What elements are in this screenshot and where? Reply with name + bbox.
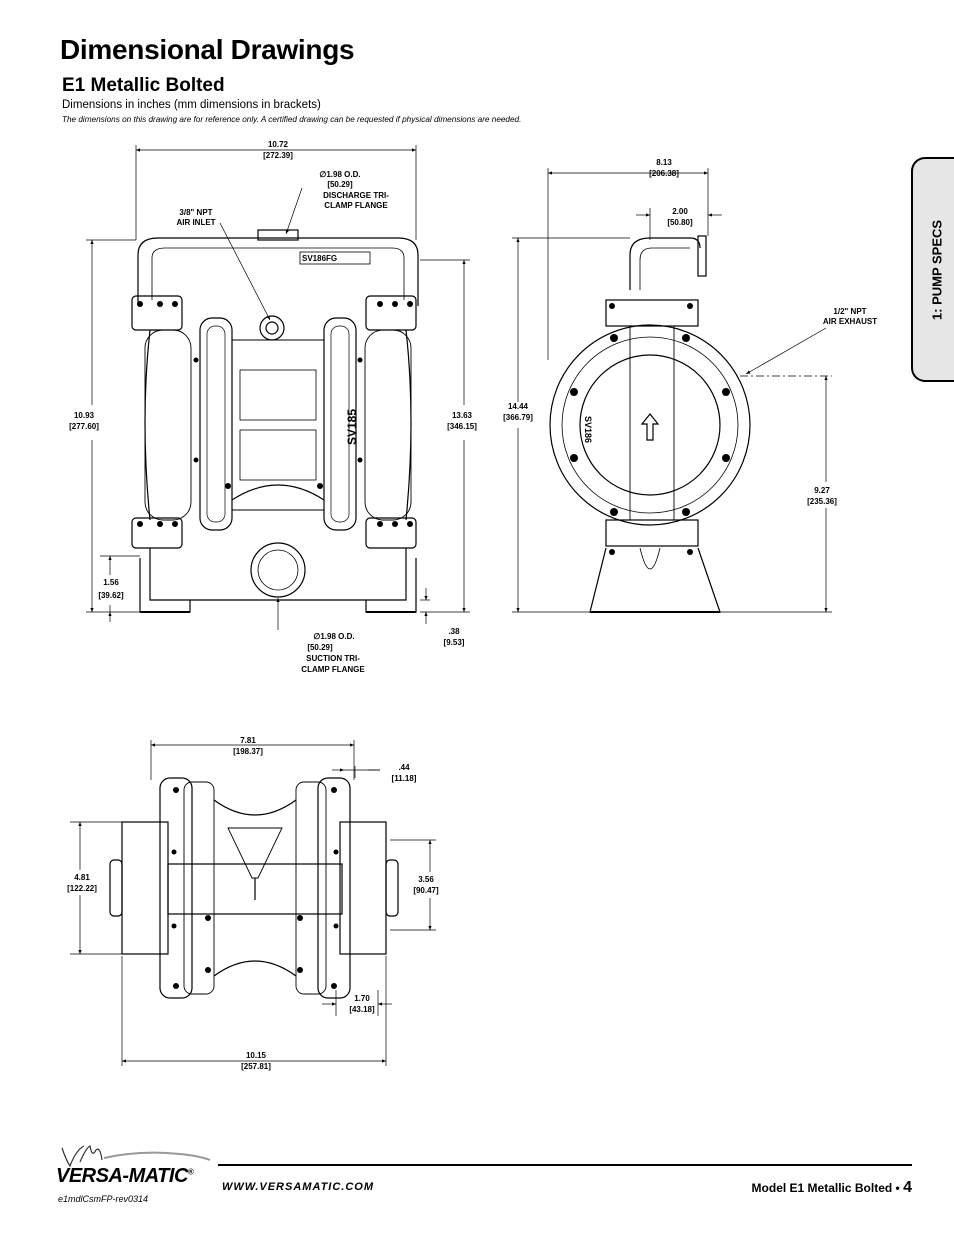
air-exhaust-label-2: AIR EXHAUST xyxy=(823,317,877,326)
base-thickness-in: .38 xyxy=(448,627,460,636)
front-left-height-in: 10.93 xyxy=(74,411,95,420)
front-view-dimensions xyxy=(86,145,470,630)
front-cast-text: SV185 xyxy=(345,409,359,445)
exhaust-height-in: 9.27 xyxy=(814,486,830,495)
discharge-od-in: ∅1.98 O.D. xyxy=(319,170,360,179)
flange-width-in: .44 xyxy=(398,763,410,772)
top-depth-in: 4.81 xyxy=(74,873,90,882)
brand-name: VERSA-MATIC xyxy=(56,1165,188,1187)
front-width-in: 10.72 xyxy=(268,140,289,149)
suction-od-in: ∅1.98 O.D. xyxy=(313,632,354,641)
front-left-height-mm: [277.60] xyxy=(69,422,99,431)
top-view-labels: 7.81 [198.37] .44 [11.18] 4.81 [122.22] … xyxy=(67,736,439,1071)
side-view-dimensions xyxy=(512,168,832,613)
side-height-in: 14.44 xyxy=(508,402,529,411)
top-width-in: 7.81 xyxy=(240,736,256,745)
page-title: Dimensional Drawings xyxy=(60,34,355,65)
exhaust-height-mm: [235.36] xyxy=(807,497,837,506)
side-depth-in: 8.13 xyxy=(656,158,672,167)
overall-width-in: 10.15 xyxy=(246,1051,267,1060)
side-view: SV186 xyxy=(549,235,751,613)
top-view-dimensions xyxy=(70,740,436,1066)
registered-mark: ® xyxy=(187,1167,194,1177)
document-code: e1mdlCsmFP-rev0314 xyxy=(58,1194,149,1204)
footer-model-text: Model E1 Metallic Bolted • xyxy=(751,1181,904,1195)
page-number: 4 xyxy=(903,1179,912,1196)
side-height-mm: [366.79] xyxy=(503,413,533,422)
front-view: SV186FG SV185 xyxy=(131,229,419,613)
foot-height-in: 1.56 xyxy=(103,578,119,587)
brand-logo: VERSA-MATIC® xyxy=(56,1165,194,1188)
front-view-labels: 10.72 [272.39] ∅1.98 O.D. [50.29] DISCHA… xyxy=(69,140,477,674)
flange-width-mm: [11.18] xyxy=(392,774,417,783)
top-depth-mm: [122.22] xyxy=(67,884,97,893)
air-exhaust-label-1: 1/2" NPT xyxy=(833,307,866,316)
discharge-od-mm: [50.29] xyxy=(327,180,353,189)
foot-height-mm: [39.62] xyxy=(98,591,124,600)
front-right-height-mm: [346.15] xyxy=(447,422,477,431)
air-inlet-label-2: AIR INLET xyxy=(176,218,215,227)
suction-label-1: SUCTION TRI- xyxy=(306,654,360,663)
dimensions-note: Dimensions in inches (mm dimensions in b… xyxy=(62,99,321,111)
hole-spacing-mm: [90.47] xyxy=(413,886,439,895)
model-subtitle: E1 Metallic Bolted xyxy=(62,75,225,96)
overall-width-mm: [257.81] xyxy=(241,1062,271,1071)
front-width-mm: [272.39] xyxy=(263,151,293,160)
front-plate-text: SV186FG xyxy=(302,254,337,263)
suction-label-2: CLAMP FLANGE xyxy=(301,665,365,674)
side-view-labels: 8.13 [206.38] 2.00 [50.80] 1/2" NPT AIR … xyxy=(503,158,877,506)
bolt-offset-in: 1.70 xyxy=(354,994,370,1003)
section-tab[interactable]: 1: PUMP SPECS xyxy=(911,157,954,382)
discharge-label-1: DISCHARGE TRI- xyxy=(323,191,389,200)
website-link[interactable]: WWW.VERSAMATIC.COM xyxy=(222,1181,375,1193)
footer-model-label: Model E1 Metallic Bolted • 4 xyxy=(752,1179,912,1197)
discharge-label-2: CLAMP FLANGE xyxy=(324,201,388,210)
footer-rule xyxy=(218,1164,912,1166)
top-view xyxy=(109,777,399,999)
air-inlet-label-1: 3/8" NPT xyxy=(179,208,212,217)
front-right-height-in: 13.63 xyxy=(452,411,473,420)
suction-od-mm: [50.29] xyxy=(307,643,333,652)
hole-spacing-in: 3.56 xyxy=(418,875,434,884)
base-thickness-mm: [9.53] xyxy=(444,638,465,647)
side-cast-text: SV186 xyxy=(583,416,593,443)
side-offset-mm: [50.80] xyxy=(667,218,693,227)
side-depth-mm: [206.38] xyxy=(649,169,679,178)
side-offset-in: 2.00 xyxy=(672,207,688,216)
reference-note: The dimensions on this drawing are for r… xyxy=(62,115,522,124)
versa-matic-logo-mark xyxy=(61,1145,211,1168)
bolt-offset-mm: [43.18] xyxy=(349,1005,375,1014)
top-width-mm: [198.37] xyxy=(233,747,263,756)
